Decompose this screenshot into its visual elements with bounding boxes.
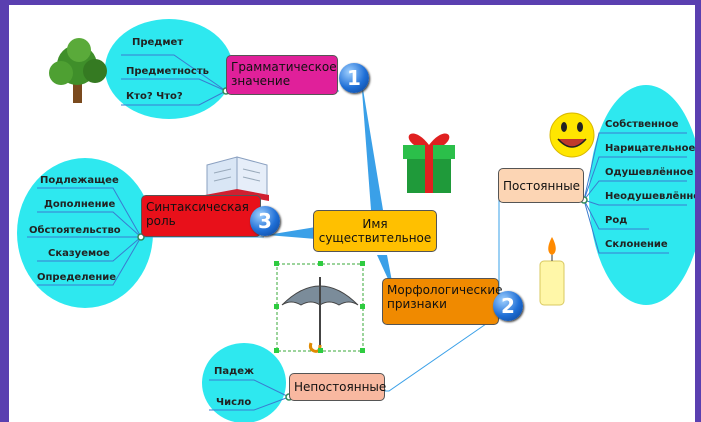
- leaf-kto-chto[interactable]: Кто? Что?: [126, 91, 183, 102]
- syntax-bubble: [17, 158, 153, 308]
- candle-icon: [539, 237, 565, 306]
- branch-syntax-node[interactable]: Синтаксическая роль: [141, 195, 261, 237]
- umbrella-icon: [274, 261, 365, 353]
- branch-morph-node[interactable]: Морфологические признаки: [382, 278, 503, 325]
- gift-icon: [403, 133, 455, 193]
- badge-2: 2: [493, 291, 523, 321]
- connector-layer: [17, 19, 695, 422]
- leaf-odushevlennoe[interactable]: Одушевлённое: [605, 167, 694, 178]
- leaf-obstoyatelstvo[interactable]: Обстоятельство: [29, 225, 121, 236]
- leaf-underlines: [27, 54, 687, 411]
- leaf-podlezhashchee[interactable]: Подлежащее: [40, 175, 119, 186]
- badge-3: 3: [250, 206, 280, 236]
- leaf-neodushevlennoe[interactable]: Неодушевлённое: [605, 191, 695, 202]
- leaf-predmet[interactable]: Предмет: [132, 37, 184, 48]
- connector-center-to-grammar: [361, 77, 383, 210]
- leaf-padezh[interactable]: Падеж: [214, 366, 254, 377]
- permanent-node[interactable]: Постоянные: [498, 168, 584, 203]
- tree-icon: [49, 38, 107, 103]
- leaf-opredelenie[interactable]: Определение: [37, 272, 117, 283]
- center-node[interactable]: Имя существительное: [313, 210, 437, 252]
- leaf-sklonenie[interactable]: Склонение: [605, 239, 668, 250]
- leaf-rod[interactable]: Род: [605, 215, 628, 226]
- leaf-naritsatelnoe[interactable]: Нарицательное: [605, 143, 695, 154]
- mind-map-canvas: Имя существительное Грамматическое значе…: [9, 5, 695, 422]
- leaf-dopolnenie[interactable]: Дополнение: [44, 199, 116, 210]
- nonpermanent-node[interactable]: Непостоянные: [289, 373, 386, 401]
- smiley-icon: [549, 112, 595, 158]
- leaf-chislo[interactable]: Число: [216, 397, 252, 408]
- branch-grammar-node[interactable]: Грамматическое значение: [226, 55, 338, 95]
- nonpermanent-bubble: [202, 343, 286, 422]
- grammar-bubble: [105, 19, 233, 119]
- leaf-skazuemoe[interactable]: Сказуемое: [48, 248, 110, 259]
- leaf-sobstvennoe[interactable]: Собственное: [605, 119, 679, 130]
- badge-1: 1: [339, 63, 369, 93]
- leaf-predmetnost[interactable]: Предметность: [126, 66, 209, 77]
- connector-center-to-syntax: [267, 227, 316, 239]
- permanent-bubble: [589, 85, 695, 305]
